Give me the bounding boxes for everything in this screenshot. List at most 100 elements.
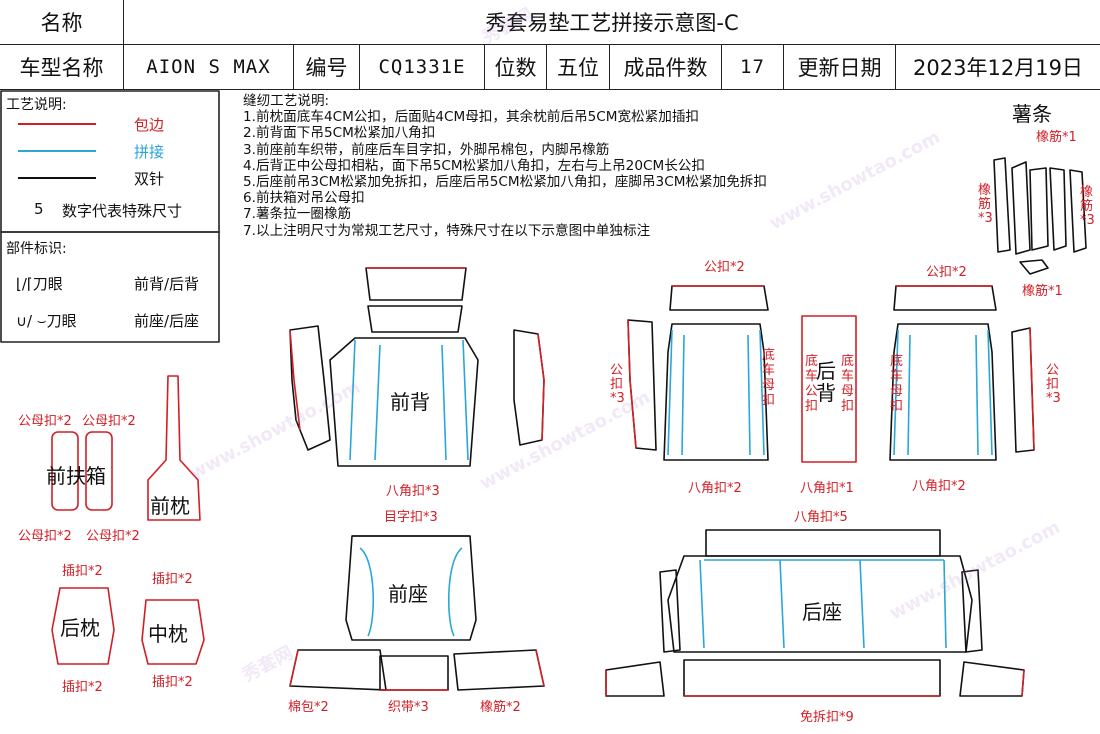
ann-webbing-3: 织带*3 xyxy=(388,700,429,715)
fries-strip-2 xyxy=(1011,161,1031,255)
ann-male-2-right: 公扣*2 xyxy=(926,265,967,280)
legend-binding-text: 包边 xyxy=(134,116,165,134)
ann-bottom-female-left: 底车母扣 xyxy=(762,348,776,408)
ann-insert-rp-bottom: 插扣*2 xyxy=(62,680,103,695)
part-front-back: 前背 xyxy=(390,390,430,414)
rear-back-left-panel xyxy=(663,323,769,461)
part-rear-seat: 后座 xyxy=(802,600,842,624)
front-pillow-shape xyxy=(147,375,201,521)
parts-legend-title: 部件标识: xyxy=(6,241,67,257)
ann-insert-rp-top: 插扣*2 xyxy=(62,564,103,579)
ann-male-3-left: 公扣*3 xyxy=(610,363,625,406)
parts-legend-row1-text: 前背/后背 xyxy=(134,275,200,293)
front-armrest-right xyxy=(85,431,113,511)
front-back-left-wing xyxy=(289,325,331,451)
front-armrest-left xyxy=(51,431,79,511)
ann-elastic-3-right: 橡筋*3 xyxy=(1080,185,1095,228)
ann-octagon-1: 八角扣*1 xyxy=(800,481,854,496)
rear-back-right-top xyxy=(893,285,997,311)
date-label: 更新日期 xyxy=(784,45,896,89)
note-line: 3.前座前车织带，前座后车目字扣，外脚吊棉包，内脚吊橡筋 xyxy=(243,141,610,158)
ann-mf-tl: 公母扣*2 xyxy=(18,414,72,429)
ann-mesh-3: 目字扣*3 xyxy=(384,510,438,525)
legend-number-symbol: 5 xyxy=(34,200,44,218)
rear-seat-back-panel xyxy=(705,529,941,557)
legend-double-text: 双针 xyxy=(134,170,165,188)
parts-legend-row2-text: 前座/后座 xyxy=(134,312,200,330)
ann-cotton-2: 棉包*2 xyxy=(288,700,329,715)
ann-elastic-2: 橡筋*2 xyxy=(480,700,521,715)
ann-octagon-3: 八角扣*3 xyxy=(386,484,440,499)
middle-pillow-shape xyxy=(141,599,205,665)
note-line: 7.薯条拉一圈橡筋 xyxy=(243,206,352,223)
fries-strip-3 xyxy=(1029,167,1049,251)
ann-insert-mp-top: 插扣*2 xyxy=(152,572,193,587)
parts-legend-row1-symbol: ⌊/⌈刀眼 xyxy=(16,275,63,293)
part-front-armrest: 前扶箱 xyxy=(46,464,106,488)
ann-octagon-5: 八角扣*5 xyxy=(794,510,848,525)
header-row: 名称 秀套易垫工艺拼接示意图-C xyxy=(0,0,1100,45)
legend-splice-text: 拼接 xyxy=(134,143,165,161)
page-title: 秀套易垫工艺拼接示意图-C xyxy=(485,11,739,35)
ann-insert-mp-bottom: 插扣*2 xyxy=(152,675,193,690)
ann-bottom-female-right: 底车母扣 xyxy=(890,354,904,414)
ann-elastic-1-top: 橡筋*1 xyxy=(1036,130,1077,145)
note-line: 5.后座前吊3CM松紧加免拆扣，后座后吊5CM松紧加八角扣，座脚吊3CM松紧加免… xyxy=(243,174,767,191)
front-back-top-panel xyxy=(365,267,467,301)
ann-bottom-female-center-right: 底车母扣 xyxy=(841,354,855,414)
rear-seat-left-side xyxy=(659,569,681,653)
rear-seat-left-leg xyxy=(605,661,665,697)
ann-octagon-2-right: 八角扣*2 xyxy=(912,479,966,494)
note-line: 1.前枕面底车4CM公扣，后面贴4CM母扣，其余枕前后吊5CM宽松紧加插扣 xyxy=(243,109,700,126)
ann-mf-bl: 公母扣*2 xyxy=(18,529,72,544)
parts-legend-box xyxy=(0,231,220,343)
fries-strip-5 xyxy=(1069,169,1087,253)
info-row: 车型名称 AION S MAX 编号 CQ1331E 位数 五位 成品件数 17… xyxy=(0,45,1100,90)
front-seat-webbing-panel xyxy=(379,655,449,691)
front-back-panel xyxy=(329,337,479,467)
ann-elastic-1-bottom: 橡筋*1 xyxy=(1022,284,1063,299)
part-front-pillow: 前枕 xyxy=(150,494,190,518)
model-label: 车型名称 xyxy=(0,45,124,89)
sewing-notes: 缝纫工艺说明: 1.前枕面底车4CM公扣，后面贴4CM母扣，其余枕前后吊5CM宽… xyxy=(243,93,767,239)
ann-quick-9: 免拆扣*9 xyxy=(800,710,854,725)
date-value: 2023年12月19日 xyxy=(913,56,1083,80)
parts-legend-row2-symbol: ∪/ ⌣刀眼 xyxy=(16,312,77,330)
note-line: 7.以上注明尺寸为常规工艺尺寸，特殊尺寸在以下示意图中单独标注 xyxy=(243,222,651,239)
seat-label: 位数 xyxy=(485,45,547,89)
ann-bottom-male-center-left: 底车公扣 xyxy=(805,354,819,414)
front-seat-cotton-panel xyxy=(289,649,387,691)
part-rear-pillow: 后枕 xyxy=(60,616,100,640)
ann-elastic-3: 橡筋*3 xyxy=(978,183,993,226)
code-label: 编号 xyxy=(294,45,360,89)
part-rear-back: 后背 xyxy=(816,359,836,405)
ann-male-2-left: 公扣*2 xyxy=(704,260,745,275)
front-back-second-panel xyxy=(367,305,463,333)
notes-title: 缝纫工艺说明: xyxy=(243,93,330,109)
ann-octagon-2-left: 八角扣*2 xyxy=(688,481,742,496)
ann-mf-tr: 公母扣*2 xyxy=(82,414,136,429)
front-seat-elastic-panel xyxy=(453,649,545,691)
ann-male-3-right: 公扣*3 xyxy=(1046,363,1061,406)
fries-strip-1 xyxy=(993,157,1011,253)
rear-seat-front-panel xyxy=(683,659,941,697)
ann-mf-br: 公母扣*2 xyxy=(86,529,140,544)
rear-seat-right-leg xyxy=(959,661,1025,697)
part-front-seat: 前座 xyxy=(388,582,428,606)
count-value: 17 xyxy=(722,45,784,89)
part-middle-pillow: 中枕 xyxy=(148,622,188,646)
name-label: 名称 xyxy=(0,0,124,44)
rear-back-left-top xyxy=(669,285,769,311)
fries-strip-4 xyxy=(1049,167,1067,251)
count-label: 成品件数 xyxy=(610,45,722,89)
fries-strip-6 xyxy=(1019,259,1049,275)
note-line: 2.前背面下吊5CM松紧加八角扣 xyxy=(243,125,436,142)
note-line: 4.后背正中公母扣相粘，面下吊5CM松紧加八角扣，左右与上吊20CM长公扣 xyxy=(243,157,705,174)
note-line: 6.前扶箱对吊公母扣 xyxy=(243,190,365,207)
rear-back-left-wing xyxy=(627,319,657,451)
rear-pillow-shape xyxy=(51,587,115,665)
rear-back-center-panel xyxy=(801,315,857,463)
rear-seat-right-side xyxy=(961,569,983,653)
seat-value: 五位 xyxy=(547,45,610,89)
